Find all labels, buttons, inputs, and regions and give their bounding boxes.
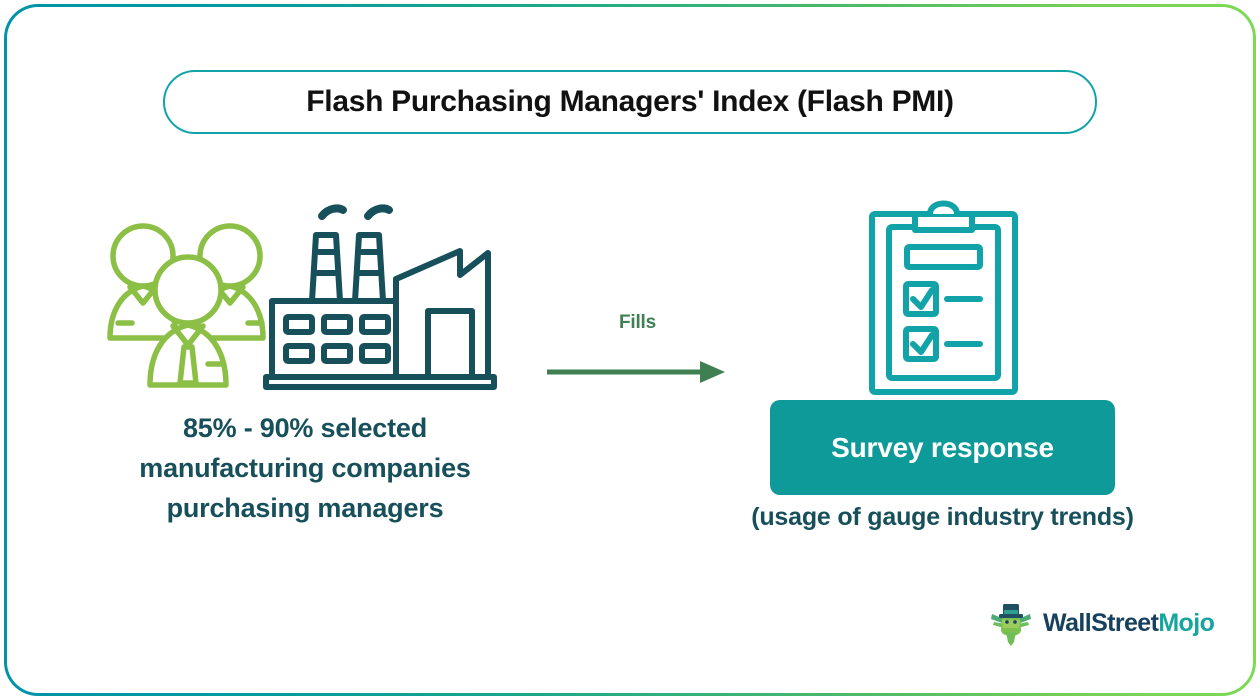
right-subcaption: (usage of gauge industry trends) (751, 503, 1134, 531)
factory-icon (263, 204, 497, 390)
left-icon-group (100, 195, 500, 395)
right-arrow-icon (547, 361, 725, 383)
clipboard-icon-wrap (862, 192, 1028, 397)
page-title: Flash Purchasing Managers' Index (Flash … (306, 85, 954, 118)
left-caption-line-2: manufacturing companies (139, 453, 471, 483)
wallstreetmojo-logo: WallStreetMojo (988, 598, 1215, 648)
survey-response-label: Survey response (831, 431, 1054, 463)
survey-response-banner: Survey response (770, 400, 1115, 495)
wallstreetmojo-bull-icon (991, 604, 1031, 646)
clipboard-checklist-icon (869, 200, 1018, 395)
people-group-icon (107, 223, 266, 388)
left-caption-line-3: purchasing managers (166, 493, 444, 523)
logo-text-primary: WallStreet (1043, 608, 1159, 637)
fills-label: Fills (618, 312, 656, 333)
logo-wordmark: WallStreetMojo (1043, 608, 1215, 638)
left-caption: 85% - 90% selected manufacturing compani… (60, 408, 550, 528)
logo-text-secondary: Mojo (1158, 608, 1215, 637)
left-icons-svg (107, 204, 497, 390)
flow-arrow (545, 356, 730, 388)
left-caption-line-1: 85% - 90% selected (182, 413, 428, 443)
title-pill: Flash Purchasing Managers' Index (Flash … (163, 70, 1097, 134)
